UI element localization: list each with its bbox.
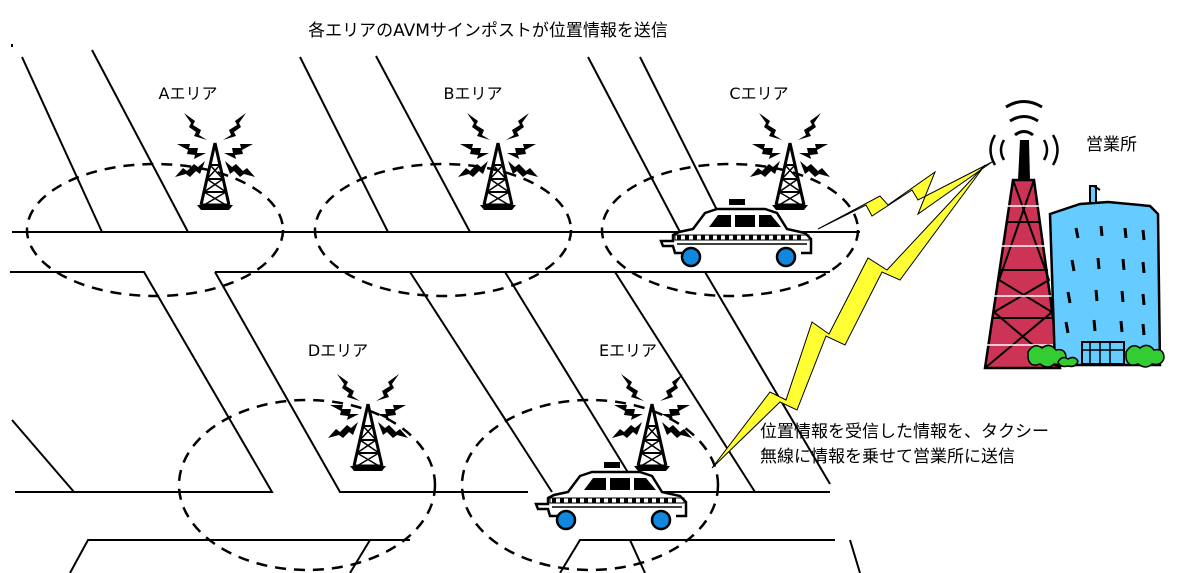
antenna-icon-area-c xyxy=(748,111,832,212)
area-ellipses xyxy=(25,162,860,572)
area-label-c: Cエリア xyxy=(729,84,788,103)
office-radio-tower-icon xyxy=(983,100,1062,370)
area-label-a: Aエリア xyxy=(159,84,218,103)
antenna-icon-area-a xyxy=(173,111,257,212)
diagram-title: 各エリアのAVMサインポストが位置情報を送信 xyxy=(308,21,668,41)
antenna-icon-area-e xyxy=(610,372,694,473)
radio-link-lower xyxy=(711,164,986,469)
area-label-d: Dエリア xyxy=(308,341,368,360)
antenna-icon-area-b xyxy=(456,111,540,212)
taxi-icon-area-e xyxy=(534,460,688,531)
note-line-2: 無線に情報を乗せて営業所に送信 xyxy=(760,447,1015,467)
radio-link-upper xyxy=(817,161,993,230)
area-label-b: Bエリア xyxy=(444,84,503,103)
area-label-e: Eエリア xyxy=(599,341,657,360)
office-label: 営業所 xyxy=(1086,135,1137,155)
note-line-1: 位置情報を受信した情報を、タクシー xyxy=(760,422,1049,442)
office-building-icon xyxy=(1027,185,1165,368)
